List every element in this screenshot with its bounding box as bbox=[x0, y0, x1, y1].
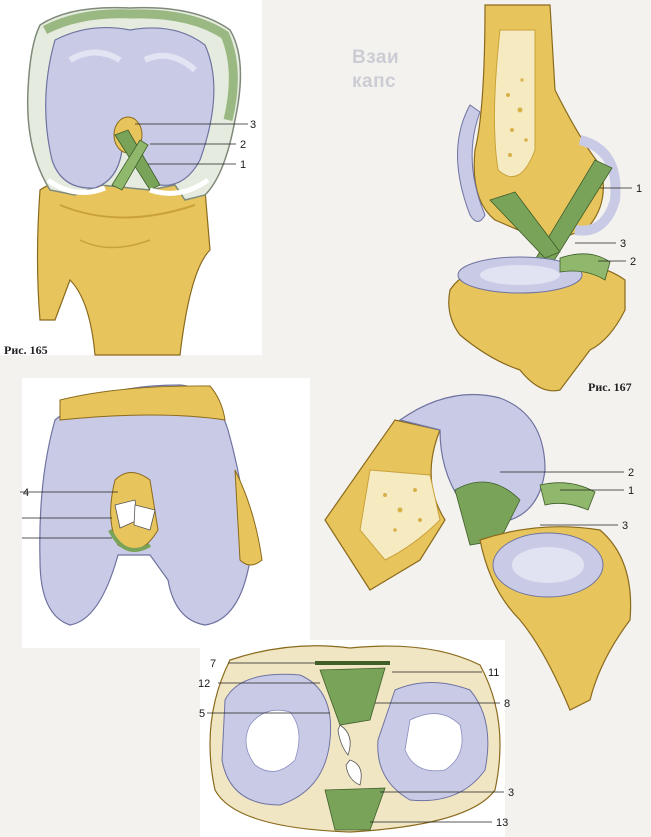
label-170-8: 8 bbox=[504, 698, 510, 710]
femur-shaft-cut bbox=[59, 385, 226, 421]
marrow-texture-169 bbox=[383, 488, 422, 532]
meniscus-ligament bbox=[559, 253, 611, 281]
label-167-3: 3 bbox=[620, 238, 626, 250]
label-167-2: 2 bbox=[630, 256, 636, 268]
femoral-cartilage-posterior bbox=[574, 135, 621, 236]
femur-epicondyle bbox=[234, 469, 263, 566]
figure-168-femur-distal: 4 bbox=[20, 378, 310, 648]
caption-fig-165: Рис. 165 bbox=[4, 343, 48, 357]
lateral-meniscus-center bbox=[404, 713, 463, 772]
ligament-169 bbox=[454, 481, 521, 546]
cruciate-ligament-short bbox=[489, 191, 561, 259]
ligament-stump-170-a bbox=[337, 724, 351, 756]
marrow-texture bbox=[506, 78, 528, 157]
background-heading-line-1: Взаи bbox=[352, 47, 400, 68]
ligament-stump-b bbox=[133, 504, 156, 531]
capsule-synovial-band bbox=[42, 9, 238, 122]
ligament-stump-170-b bbox=[345, 759, 362, 786]
label-165-1: 1 bbox=[240, 159, 246, 171]
condyle-highlight bbox=[68, 49, 122, 63]
condyle-highlight-2 bbox=[143, 52, 197, 73]
femur-condyle-169 bbox=[398, 393, 546, 522]
posterior-cruciate-ligament bbox=[324, 787, 386, 831]
label-170-13: 13 bbox=[496, 817, 508, 829]
background-heading-line-2: капс bbox=[352, 71, 397, 92]
figure-165-knee-front: 3 2 1 bbox=[0, 0, 262, 356]
cruciate-ligament-b bbox=[111, 139, 149, 191]
label-167-1: 1 bbox=[636, 183, 642, 195]
femur-marrow bbox=[493, 29, 536, 178]
label-170-5: 5 bbox=[199, 708, 205, 720]
femur-cut-marrow bbox=[359, 469, 441, 561]
label-165-3: 3 bbox=[250, 119, 256, 131]
label-170-3: 3 bbox=[508, 787, 514, 799]
meniscus-lateral bbox=[149, 177, 210, 196]
figure-170-tibial-plateau: 7 11 12 8 5 3 13 bbox=[198, 640, 514, 837]
label-170-11: 11 bbox=[488, 667, 499, 679]
medial-meniscus-center bbox=[245, 709, 300, 772]
meniscofemoral-ligament bbox=[539, 482, 596, 511]
label-169-3: 3 bbox=[622, 520, 628, 532]
tibia-contour bbox=[59, 204, 196, 219]
background-heading: Взаи капс bbox=[352, 46, 399, 94]
patellar-cartilage bbox=[457, 104, 486, 222]
tibial-plateau-highlight bbox=[480, 265, 560, 285]
label-168-4: 4 bbox=[23, 487, 29, 499]
label-169-2: 2 bbox=[628, 467, 634, 479]
ligament-attachment bbox=[108, 529, 152, 552]
caption-fig-167: Рис. 167 bbox=[588, 380, 632, 394]
label-170-12: 12 bbox=[198, 678, 210, 690]
label-169-1: 1 bbox=[628, 485, 634, 497]
figure-169-knee-flexed: 2 1 3 bbox=[324, 393, 634, 711]
tibia-contour-2 bbox=[79, 239, 151, 249]
label-165-2: 2 bbox=[240, 139, 246, 151]
figure-167-knee-sagittal: 1 3 2 bbox=[448, 4, 642, 392]
meniscus-medial bbox=[46, 177, 106, 195]
label-170-7: 7 bbox=[210, 658, 216, 670]
tibial-plateau-highlight-169 bbox=[512, 547, 584, 583]
anterior-horn-ligaments bbox=[319, 667, 386, 726]
